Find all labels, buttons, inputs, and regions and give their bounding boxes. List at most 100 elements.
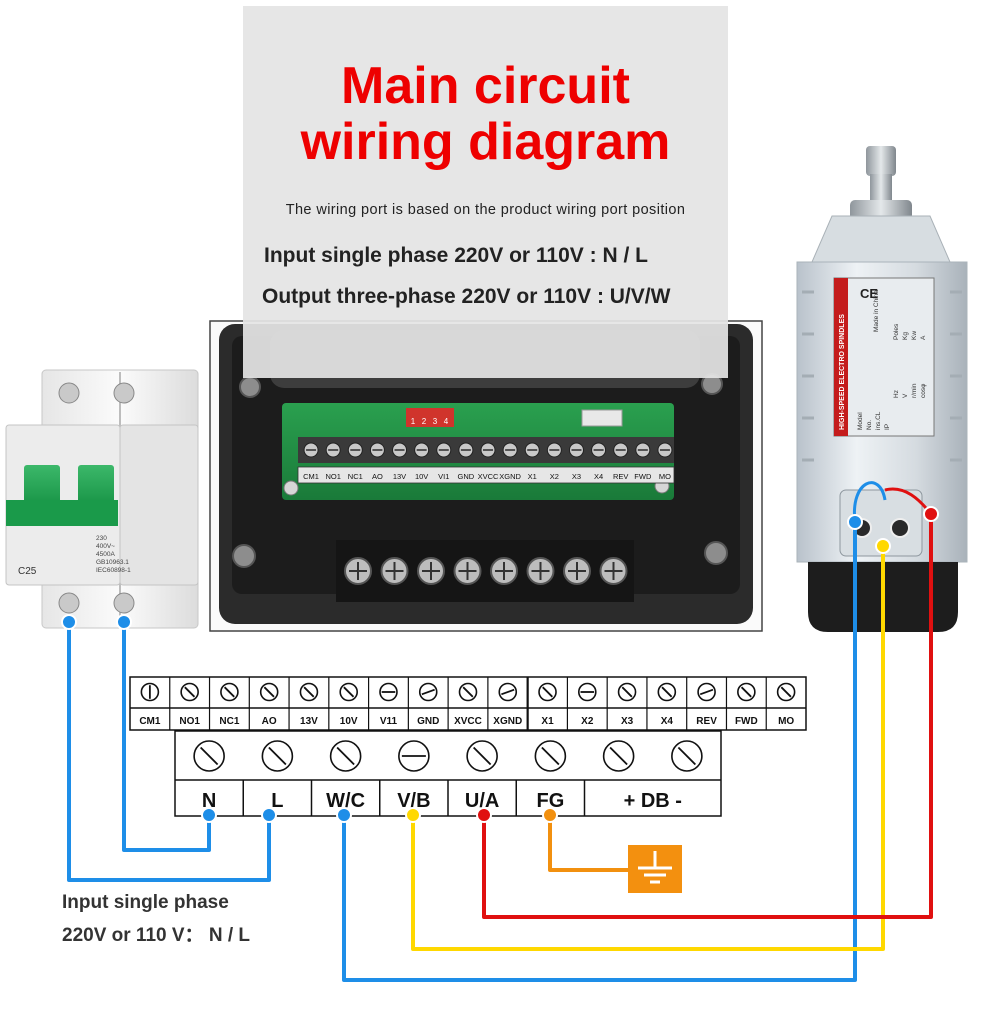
control-terminal-label: XVCC [454, 716, 482, 727]
terminal-screw-icon [498, 682, 518, 702]
wire-dot [61, 614, 77, 630]
screw-icon [113, 382, 135, 404]
control-terminal-label: FWD [735, 716, 758, 727]
input-note-line2: 220V or 110 V： N / L [62, 925, 250, 946]
terminal-screw-icon [339, 682, 359, 702]
terminal-screw-icon [577, 682, 597, 702]
screw-icon [563, 557, 591, 585]
wire-dot [405, 807, 421, 823]
control-terminal-label: X2 [581, 716, 594, 727]
terminal-screw-icon [657, 682, 677, 702]
power-terminal-label: V/B [397, 790, 430, 812]
power-terminal-screw-icon [398, 740, 430, 772]
photo-terminal-label: XGND [499, 472, 521, 481]
nameplate-col-label: V [902, 393, 909, 398]
photo-terminal-label: CM1 [303, 472, 319, 481]
screw-icon [568, 442, 584, 458]
nameplate-row-label: IP [884, 424, 891, 430]
terminal-screw-icon [458, 682, 478, 702]
control-terminal-label: GND [417, 716, 439, 727]
terminal-screw-icon [617, 682, 637, 702]
screw-icon [392, 442, 408, 458]
control-terminal-label: 10V [340, 716, 358, 727]
control-terminal-label: V11 [380, 716, 398, 727]
output-spec: Output three-phase 220V or 110V : U/V/W [262, 285, 671, 308]
breaker-spec-line: GB10963.1 [96, 559, 129, 566]
dip-switch-label: 4 [444, 417, 449, 426]
nameplate-col-label: r/min [911, 383, 918, 398]
screw-icon [414, 442, 430, 458]
title-panel: Main circuit wiring diagram The wiring p… [243, 6, 728, 378]
connector-pin [890, 518, 910, 538]
wire-orange-ground [548, 815, 630, 872]
breaker-spec-line: 400V~ [96, 543, 115, 550]
breaker-rating: C25 [18, 566, 37, 577]
screw-icon [657, 442, 673, 458]
screw-icon [283, 480, 299, 496]
photo-terminal-label: MO [659, 472, 671, 481]
power-terminal-screw-icon [329, 740, 362, 772]
screw-icon [347, 442, 363, 458]
photo-terminal-label: FWD [634, 472, 652, 481]
wire-dot [201, 807, 217, 823]
terminal-screw-icon [776, 682, 796, 702]
nameplate-col-label: Poles [893, 323, 900, 340]
screw-icon [369, 442, 385, 458]
wire-dot [476, 807, 492, 823]
wire-dot [875, 538, 891, 554]
breaker-spec-line: 230 [96, 535, 107, 542]
wire-dot [336, 807, 352, 823]
screw-icon [239, 376, 261, 398]
terminal-screw-icon [220, 682, 239, 702]
screw-icon [453, 557, 482, 585]
nameplate-col-label: Kw [911, 331, 918, 340]
control-terminal-label: MO [778, 716, 794, 727]
input-spec: Input single phase 220V or 110V : N / L [264, 244, 648, 267]
screw-icon [303, 442, 319, 458]
terminal-screw-icon [259, 682, 279, 702]
ground-icon [628, 845, 682, 893]
screw-icon [524, 442, 540, 458]
power-terminal-label: U/A [465, 790, 499, 812]
dip-switch [406, 408, 454, 427]
screw-icon [635, 442, 651, 458]
wire-blue-w-output [342, 522, 857, 982]
nameplate-col-label: Hz [893, 390, 900, 398]
control-terminal-label: X1 [541, 716, 554, 727]
screw-icon [58, 382, 80, 404]
control-terminal-label: REV [696, 716, 717, 727]
terminal-screw-icon [538, 682, 557, 702]
control-terminal-label: NC1 [219, 716, 239, 727]
screw-icon [502, 442, 518, 458]
terminal-screw-icon [180, 682, 199, 702]
terminal-screw-icon [379, 682, 398, 702]
nameplate-row-label: No. [866, 420, 873, 430]
wiring [67, 481, 933, 982]
screw-icon [546, 442, 562, 458]
screw-icon [613, 442, 629, 458]
breaker-spec-line: IEC60898-1 [96, 567, 131, 574]
spindle-origin: Made in China [873, 290, 880, 332]
ce-mark: CE [860, 286, 878, 301]
wire-yellow-v-output [411, 546, 885, 951]
photo-terminal-label: X4 [594, 472, 603, 481]
photo-terminal-label: 10V [415, 472, 428, 481]
screw-icon [417, 557, 445, 585]
subtitle: The wiring port is based on the product … [285, 202, 686, 218]
power-terminal-block [336, 540, 634, 602]
terminal-screw-icon [737, 682, 756, 702]
photo-terminal-label: NC1 [348, 472, 363, 481]
input-note-line1: Input single phase [62, 892, 229, 913]
dip-switch-label: 1 [411, 417, 416, 426]
nameplate-col-label: A [920, 335, 927, 340]
terminal-screw-icon [418, 682, 438, 702]
wire-dot [261, 807, 277, 823]
control-terminal-label: XGND [493, 716, 522, 727]
control-terminal-label: X3 [621, 716, 634, 727]
power-terminal-label: FG [536, 790, 564, 812]
photo-terminal-label: GND [458, 472, 475, 481]
control-terminal-label: NO1 [179, 716, 200, 727]
